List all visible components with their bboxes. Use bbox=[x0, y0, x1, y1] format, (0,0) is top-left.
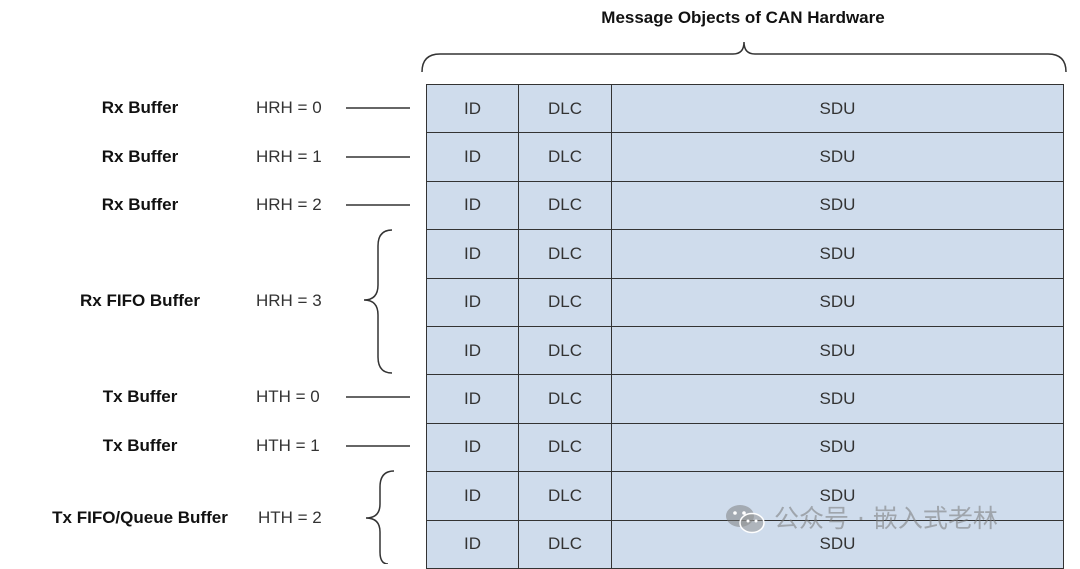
sdu-cell: SDU bbox=[819, 195, 856, 215]
id-cell: ID bbox=[427, 375, 519, 423]
watermark: 公众号 · 嵌入式老林 bbox=[724, 502, 998, 536]
sdu-cell: SDU bbox=[819, 437, 856, 457]
message-object-row: ID DLC SDU bbox=[427, 85, 1063, 134]
id-cell: ID bbox=[427, 278, 519, 326]
sdu-cell: SDU bbox=[819, 147, 856, 167]
dlc-cell: DLC bbox=[519, 85, 612, 133]
message-object-row: ID DLC SDU bbox=[427, 133, 1063, 182]
handle-label-hth1: HTH = 1 bbox=[256, 436, 320, 455]
message-object-row: ID DLC SDU bbox=[427, 230, 1063, 279]
sdu-cell: SDU bbox=[819, 292, 856, 312]
id-cell: ID bbox=[427, 85, 519, 133]
dlc-cell: DLC bbox=[519, 230, 612, 278]
dlc-cell: DLC bbox=[519, 520, 612, 568]
diagram-title: Message Objects of CAN Hardware bbox=[601, 8, 885, 27]
group-label-rx-buffer-0: Rx Buffer bbox=[101, 98, 179, 117]
dlc-cell: DLC bbox=[519, 423, 612, 472]
message-object-row: ID DLC SDU bbox=[427, 423, 1063, 473]
id-cell: ID bbox=[427, 230, 519, 278]
handle-label-hrh0: HRH = 0 bbox=[256, 98, 322, 117]
handle-label-hrh1: HRH = 1 bbox=[256, 147, 322, 166]
watermark-text: 公众号 · 嵌入式老林 bbox=[774, 504, 998, 533]
sdu-cell: SDU bbox=[819, 243, 856, 263]
id-cell: ID bbox=[427, 423, 519, 472]
message-object-row: ID DLC SDU bbox=[427, 278, 1063, 327]
brace-hth2 bbox=[365, 470, 395, 564]
top-brace bbox=[421, 41, 1067, 73]
dlc-cell: DLC bbox=[519, 326, 612, 375]
sdu-cell: SDU bbox=[819, 534, 856, 554]
handle-label-hrh2: HRH = 2 bbox=[256, 195, 322, 214]
dlc-cell: DLC bbox=[519, 375, 612, 423]
dlc-cell: DLC bbox=[519, 472, 612, 520]
group-label-rx-buffer-1: Rx Buffer bbox=[101, 147, 179, 166]
handle-label-hth0: HTH = 0 bbox=[256, 387, 320, 406]
sdu-cell: SDU bbox=[819, 389, 856, 409]
message-object-row: ID DLC SDU bbox=[427, 375, 1063, 424]
handle-label-hrh3: HRH = 3 bbox=[256, 291, 322, 310]
sdu-cell: SDU bbox=[819, 98, 856, 118]
wechat-icon bbox=[726, 505, 765, 534]
message-object-row: ID DLC SDU bbox=[427, 326, 1063, 376]
group-label-tx-buffer-1: Tx Buffer bbox=[102, 436, 178, 455]
message-object-table: ID DLC SDU ID DLC SDU ID DLC SDU ID DLC … bbox=[426, 84, 1064, 569]
sdu-cell: SDU bbox=[819, 485, 856, 505]
dlc-cell: DLC bbox=[519, 181, 612, 230]
dlc-cell: DLC bbox=[519, 278, 612, 326]
sdu-cell: SDU bbox=[819, 340, 856, 360]
dlc-cell: DLC bbox=[519, 133, 612, 181]
message-object-row: ID DLC SDU bbox=[427, 181, 1063, 231]
group-label-tx-fifo-queue-buffer: Tx FIFO/Queue Buffer bbox=[52, 508, 228, 527]
handle-label-hth2: HTH = 2 bbox=[258, 508, 322, 527]
brace-hrh3 bbox=[363, 229, 393, 374]
id-cell: ID bbox=[427, 520, 519, 568]
group-label-tx-buffer-0: Tx Buffer bbox=[102, 387, 178, 406]
id-cell: ID bbox=[427, 133, 519, 181]
id-cell: ID bbox=[427, 326, 519, 375]
group-label-rx-fifo-buffer: Rx FIFO Buffer bbox=[80, 291, 200, 310]
group-label-rx-buffer-2: Rx Buffer bbox=[101, 195, 179, 214]
id-cell: ID bbox=[427, 472, 519, 520]
id-cell: ID bbox=[427, 181, 519, 230]
